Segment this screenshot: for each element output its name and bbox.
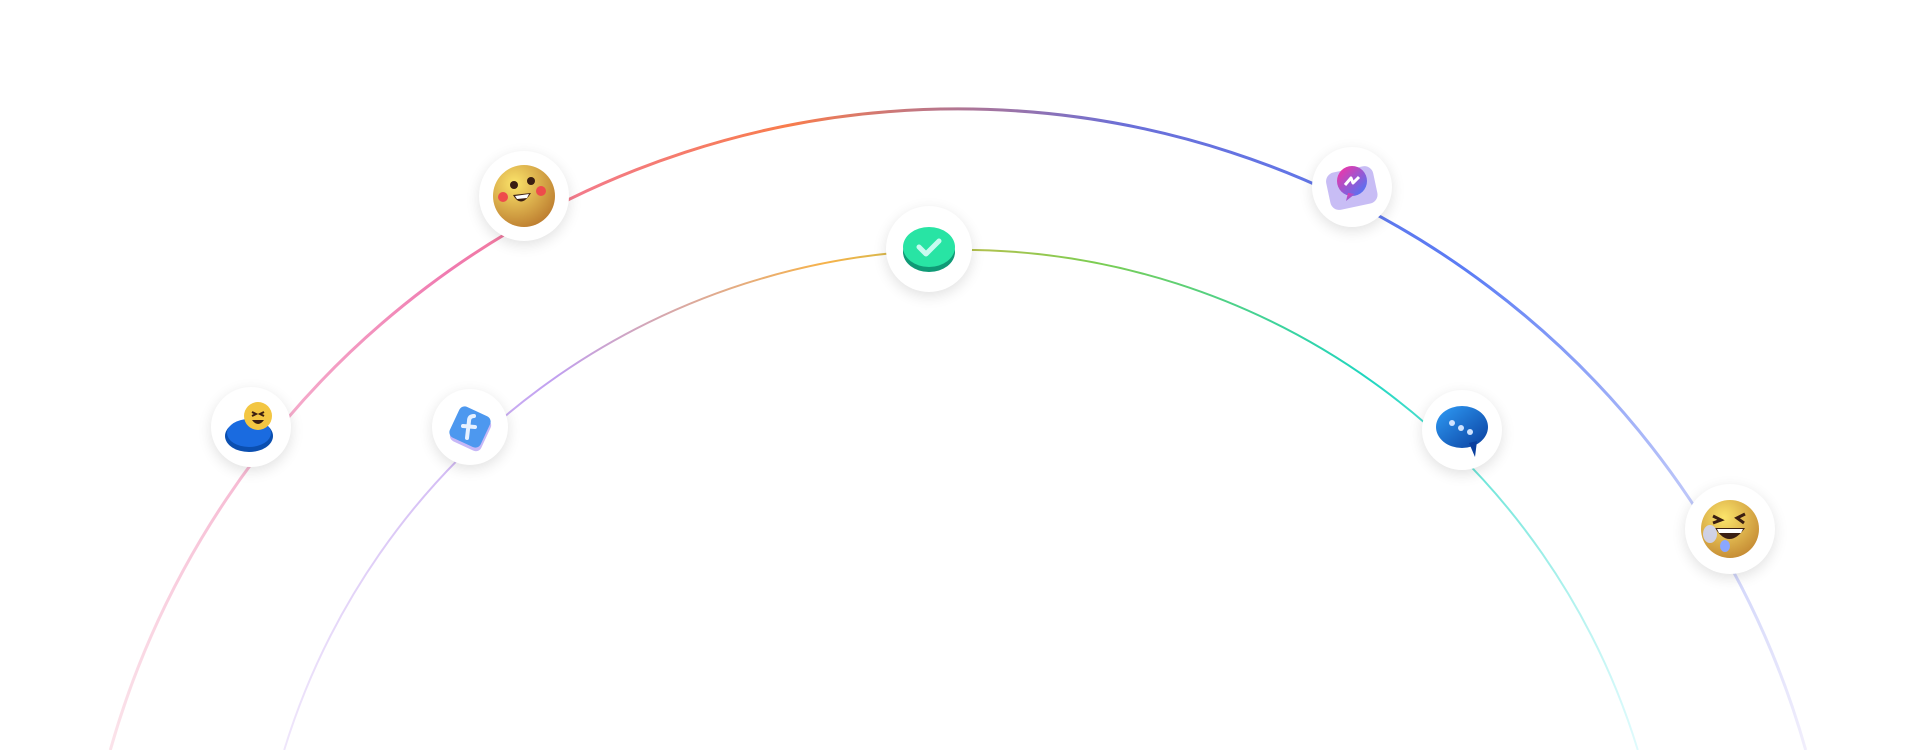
outer-orbit bbox=[108, 107, 1808, 750]
check-badge[interactable] bbox=[886, 206, 972, 292]
laughing-face-icon bbox=[1701, 500, 1759, 558]
chat-bubble-icon bbox=[1436, 406, 1488, 457]
check-badge-icon bbox=[903, 227, 955, 272]
inner-orbit bbox=[283, 248, 1639, 750]
facebook-icon bbox=[449, 406, 492, 452]
facebook-badge[interactable] bbox=[432, 389, 508, 465]
smiling-face-badge[interactable] bbox=[479, 151, 569, 241]
laughing-face-badge[interactable] bbox=[1685, 484, 1775, 574]
laughing-user-badge[interactable] bbox=[211, 387, 291, 467]
laughing-user-icon bbox=[225, 402, 273, 452]
smiling-face-icon bbox=[493, 165, 555, 227]
messenger-icon bbox=[1326, 166, 1378, 210]
chat-bubble-badge[interactable] bbox=[1422, 390, 1502, 470]
messenger-badge[interactable] bbox=[1312, 147, 1392, 227]
